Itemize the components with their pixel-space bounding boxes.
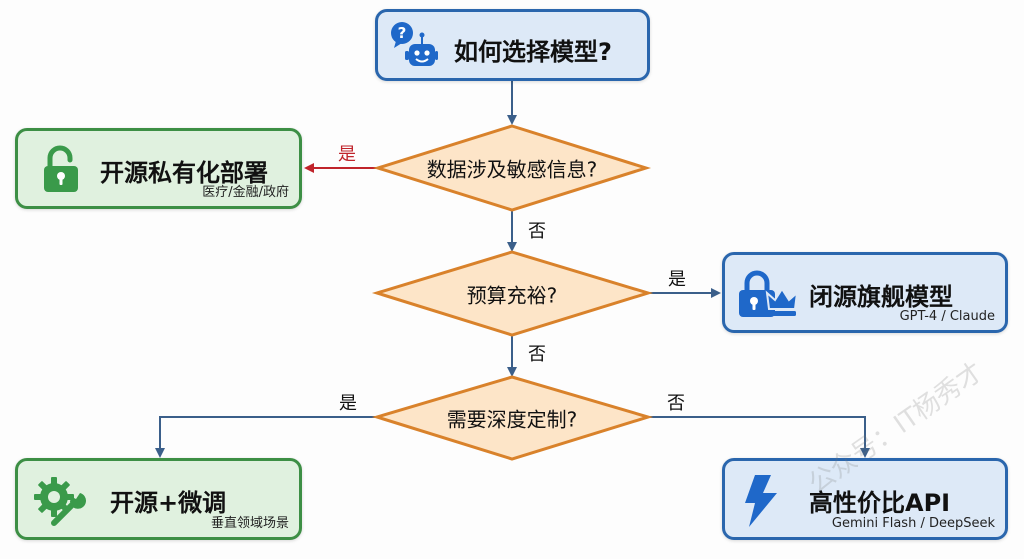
outcome-subtitle-o3: 垂直领域场景 <box>210 516 289 531</box>
decision-text-d1: 数据涉及敏感信息? <box>426 157 598 182</box>
unlocked-padlock-icon <box>40 144 82 194</box>
start-node: ? 如何选择模型? <box>375 9 650 81</box>
gear-wrench-icon <box>32 473 88 529</box>
edge-d3-no-to-o4 <box>648 416 870 458</box>
outcome-title-o2: 闭源旗舰模型 <box>809 283 953 311</box>
edge-label-d1-yes: 是 <box>338 144 356 165</box>
outcome-title-o3: 开源+微调 <box>110 489 227 517</box>
decision-text-d3: 需要深度定制? <box>446 407 578 432</box>
edge-label-d3-no: 否 <box>667 393 685 414</box>
outcome-subtitle-o2: GPT-4 / Claude <box>899 309 995 324</box>
outcome-node-closed-flagship: 闭源旗舰模型 GPT-4 / Claude <box>722 252 1008 333</box>
outcome-node-private-deployment: 开源私有化部署 医疗/金融/政府 <box>15 128 302 209</box>
svg-text:?: ? <box>398 24 407 42</box>
outcome-title-o4: 高性价比API <box>809 489 951 517</box>
lock-crown-icon <box>737 269 799 319</box>
outcome-node-cost-effective-api: 高性价比API Gemini Flash / DeepSeek <box>722 458 1008 540</box>
lightning-bolt-icon <box>741 473 781 529</box>
outcome-node-finetune: 开源+微调 垂直领域场景 <box>15 458 302 540</box>
start-title: 如何选择模型? <box>454 38 612 66</box>
decision-text-d2: 预算充裕? <box>466 283 558 308</box>
outcome-title-o1: 开源私有化部署 <box>100 159 268 187</box>
outcome-subtitle-o4: Gemini Flash / DeepSeek <box>831 516 995 531</box>
decision-diamond-d3 <box>371 375 654 461</box>
edge-label-d2-no: 否 <box>528 344 546 365</box>
decision-diamond-d2 <box>371 250 654 337</box>
edge-d3-yes-to-o3 <box>155 416 377 458</box>
robot-question-icon: ? <box>388 20 438 72</box>
outcome-subtitle-o1: 医疗/金融/政府 <box>202 185 289 200</box>
edge-label-d1-no: 否 <box>528 221 546 242</box>
edge-label-d2-yes: 是 <box>668 269 686 290</box>
decision-diamond-d1 <box>372 124 652 212</box>
edge-label-d3-yes: 是 <box>339 393 357 414</box>
